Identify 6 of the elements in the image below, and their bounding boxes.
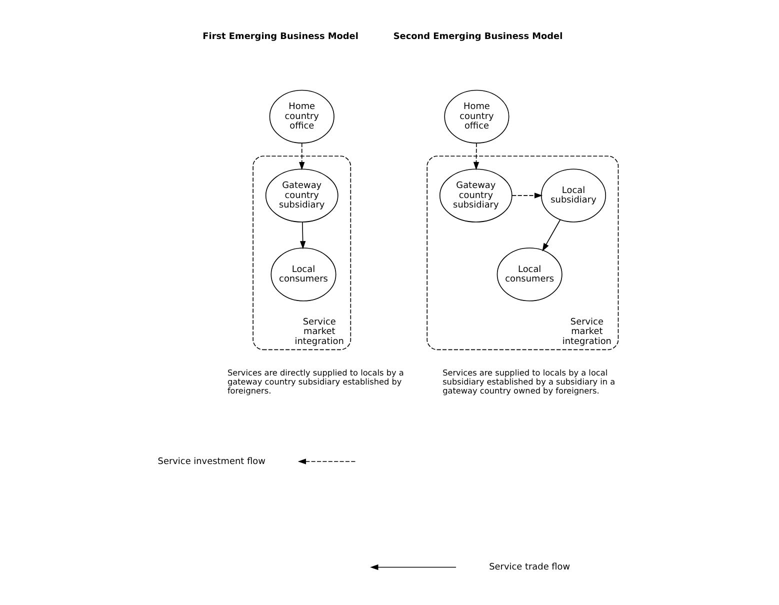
legend-label: Service trade flow	[489, 562, 570, 573]
legend-label: Service investment flow	[158, 456, 266, 467]
label: Services are supplied to locals by a local subsidiary established by a subsidiary in a gateway country owned by foreigners.	[442, 368, 616, 396]
label: Services are directly supplied to locals by a gateway country subsidiary established by foreigners.	[227, 368, 404, 396]
label: First Emerging Business Model	[202, 32, 358, 42]
label: Second Emerging Business Model	[393, 32, 563, 42]
